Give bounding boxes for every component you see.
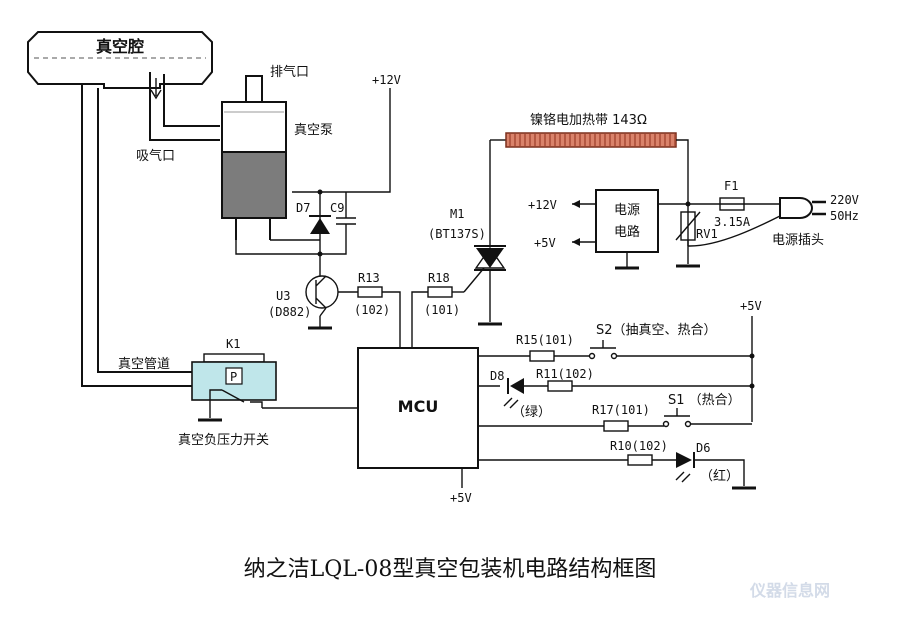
vacuum-pipe-label: 真空管道 (118, 357, 170, 372)
motor-wire-bottom (235, 252, 320, 255)
k1-p-label: P (230, 370, 237, 384)
r18-value: (101) (424, 303, 460, 317)
r15-resistor (529, 350, 555, 362)
d8-led-icon (510, 378, 524, 394)
d8-light-rays (503, 397, 519, 409)
node-rail-s2 (749, 353, 755, 359)
pressure-switch-label: 真空负压力开关 (178, 433, 269, 448)
r10-label: R10(102) (610, 439, 668, 453)
s2-switch-icon (590, 340, 616, 349)
power-plug-icon (779, 197, 814, 219)
mcu-label: MCU (398, 397, 439, 416)
rail-5v-label: +5V (740, 299, 762, 313)
r15-label: R15(101) (516, 333, 574, 347)
mains-voltage-label: 220V (830, 193, 859, 207)
u3-junction (315, 275, 327, 309)
c9-label: C9 (330, 201, 344, 215)
mcu-5v-label: +5V (450, 491, 472, 505)
d6-color-label: （红） (700, 468, 739, 484)
intake-port-label: 吸气口 (136, 148, 175, 164)
s2-contact-right (610, 352, 618, 360)
rv1-label: RV1 (696, 227, 718, 241)
exhaust-port (245, 75, 263, 103)
vacuum-chamber-label: 真空腔 (96, 37, 144, 56)
s2-label: S2（抽真空、热合） (596, 323, 717, 338)
f1-label: F1 (724, 179, 738, 193)
exhaust-port-label: 排气口 (270, 64, 309, 80)
r10-resistor (627, 454, 653, 466)
d8-color-label: （绿） (512, 405, 551, 420)
psu-12v-label: +12V (528, 198, 557, 212)
s1-label: S1 （热合） (668, 393, 741, 408)
r17-label: R17(101) (592, 403, 650, 417)
plug-cable (688, 215, 781, 247)
vacuum-pump-head (221, 101, 287, 153)
diagram-caption: 纳之洁LQL-08型真空包装机电路结构框图 (244, 557, 657, 582)
psu-label-1: 电源 (614, 203, 640, 218)
node-d7-top (317, 189, 323, 195)
r17-resistor (603, 420, 629, 432)
m1-gate-wire (463, 267, 485, 293)
vacuum-chamber (27, 31, 213, 89)
k1-cap (203, 353, 265, 363)
psu-label-2: 电路 (614, 224, 640, 240)
r18-label: R18 (428, 271, 450, 285)
vacuum-pipe-inner (97, 88, 192, 373)
d6-led-icon (676, 452, 692, 468)
k1-label: K1 (226, 337, 240, 351)
vacuum-pump-label: 真空泵 (294, 123, 333, 138)
m1-triac-icon-b (474, 246, 506, 269)
mcu-chip (357, 347, 479, 469)
d7-diode-icon (310, 218, 330, 234)
mains-frequency-label: 50Hz (830, 209, 859, 223)
d7-label: D7 (296, 201, 310, 215)
c9-capacitor-icon (320, 192, 356, 255)
k1-contact-icon (209, 389, 263, 408)
intake-pipe-b (163, 74, 220, 127)
r13-wire-right (382, 291, 401, 348)
intake-pipe-a (149, 72, 220, 141)
rv1-diagonal (675, 211, 701, 241)
psu-12v-arrow-icon (572, 200, 580, 208)
intake-arrow-icon (150, 78, 162, 100)
s1-contact-left (662, 420, 670, 428)
r11-resistor (547, 380, 573, 392)
power-supply-box (595, 189, 659, 253)
s1-contact-right (684, 420, 692, 428)
d6-light-rays (675, 471, 691, 483)
m1-part-label: (BT137S) (428, 227, 486, 241)
r18-resistor (427, 286, 453, 298)
r13-resistor (357, 286, 383, 298)
psu-5v-label: +5V (534, 236, 556, 250)
d8-label: D8 (490, 369, 504, 383)
m1-label: M1 (450, 207, 464, 221)
heater-label: 镍铬电加热带 143Ω (530, 112, 647, 128)
watermark: 仪器信息网 (749, 581, 830, 600)
s1-switch-icon (664, 408, 690, 417)
u3-part-label: (D882) (268, 305, 311, 319)
heater-stripes (509, 134, 676, 146)
psu-5v-arrow-icon (572, 238, 580, 246)
power-plug-label: 电源插头 (772, 233, 824, 248)
r18-wire-left (411, 291, 428, 348)
k1-p-box (225, 367, 243, 385)
node-rail-d8 (749, 383, 755, 389)
u3-emitter-wire (319, 307, 327, 317)
pump-motor (221, 151, 287, 219)
d6-label: D6 (696, 441, 710, 455)
plus12v-wire (292, 88, 391, 193)
vacuum-pipe-outer (81, 84, 192, 387)
m1-triac-icon-a (476, 248, 504, 268)
plus12v-label: +12V (372, 73, 401, 87)
d6-wire-right (694, 459, 745, 486)
f1-value: 3.15A (714, 215, 751, 229)
u3-label: U3 (276, 289, 290, 303)
r13-label: R13 (358, 271, 380, 285)
r11-label: R11(102) (536, 367, 594, 381)
heater-right-wire (676, 139, 689, 246)
s2-contact-left (588, 352, 596, 360)
r13-value: (102) (354, 303, 390, 317)
